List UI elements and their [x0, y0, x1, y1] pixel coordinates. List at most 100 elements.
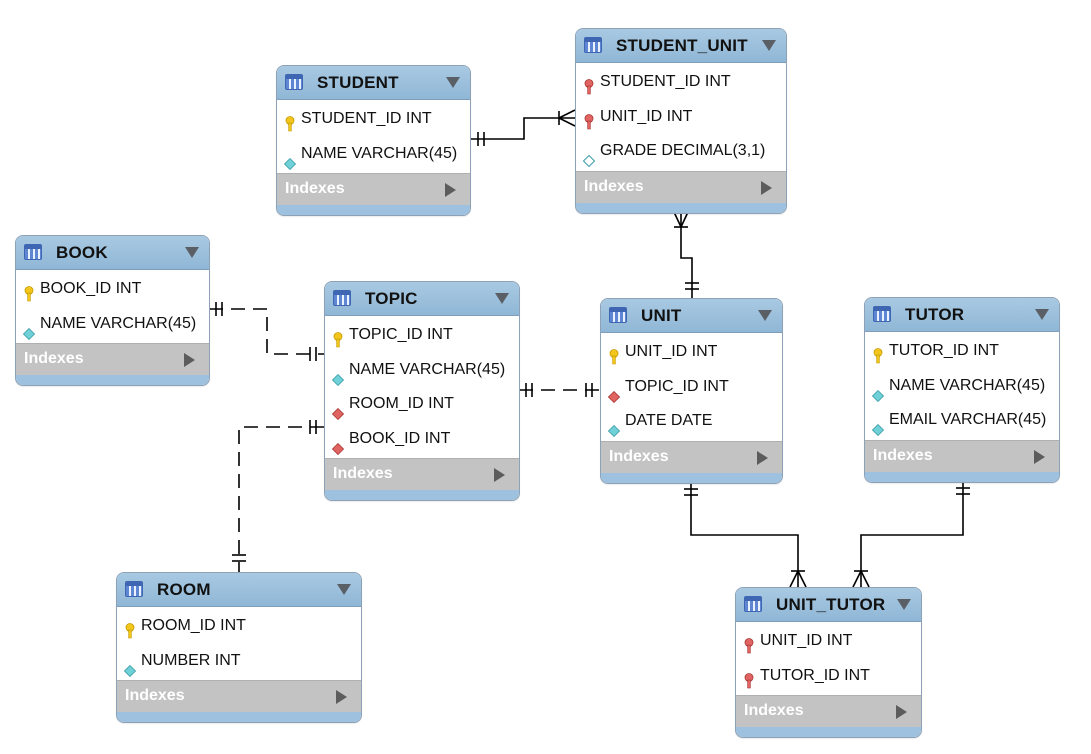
column-row[interactable]: BOOK_ID INT — [16, 272, 209, 307]
table-icon — [873, 306, 891, 322]
collapse-toggle-icon[interactable] — [762, 40, 776, 51]
foreign-key-diamond-icon — [331, 399, 345, 421]
table-header[interactable]: STUDENT — [277, 66, 470, 100]
column-row[interactable]: DATE DATE — [601, 404, 782, 439]
relationship-room-topic[interactable] — [232, 420, 324, 572]
column-label: NAME VARCHAR(45) — [889, 376, 1046, 394]
indexes-section[interactable]: Indexes — [16, 343, 209, 375]
column-row[interactable]: UNIT_ID INT — [601, 335, 782, 370]
column-row[interactable]: UNIT_ID INT — [576, 100, 786, 135]
column-row[interactable]: NAME VARCHAR(45) — [325, 353, 519, 388]
collapse-toggle-icon[interactable] — [337, 584, 351, 595]
expand-indexes-icon[interactable] — [445, 183, 456, 197]
table-name: ROOM — [157, 580, 211, 599]
column-label: NAME VARCHAR(45) — [349, 360, 506, 378]
column-row[interactable]: TUTOR_ID INT — [736, 659, 921, 694]
collapse-toggle-icon[interactable] — [897, 599, 911, 610]
relationship-topic-unit[interactable] — [519, 383, 599, 397]
table-header[interactable]: ROOM — [117, 573, 361, 607]
table-name: UNIT_TUTOR — [776, 595, 886, 614]
column-label: STUDENT_ID INT — [600, 73, 731, 90]
collapse-toggle-icon[interactable] — [446, 77, 460, 88]
relationship-book-topic[interactable] — [209, 302, 324, 361]
indexes-section[interactable]: Indexes — [576, 170, 786, 203]
indexes-section[interactable]: Indexes — [277, 173, 470, 205]
relationship-student-student-unit[interactable] — [470, 109, 576, 146]
column-label: ROOM_ID INT — [141, 617, 246, 634]
table-topic[interactable]: TOPIC TOPIC_ID INT NAME VARCHAR(45) ROOM_I… — [324, 281, 520, 501]
table-header[interactable]: STUDENT_UNIT — [576, 29, 786, 63]
table-room[interactable]: ROOM ROOM_ID INT NUMBER INT Indexes — [116, 572, 362, 723]
column-row[interactable]: TUTOR_ID INT — [865, 334, 1059, 369]
column-row[interactable]: BOOK_ID INT — [325, 422, 519, 457]
indexes-section[interactable]: Indexes — [325, 458, 519, 490]
relationship-student-unit-unit[interactable] — [673, 211, 699, 298]
column-row[interactable]: UNIT_ID INT — [736, 624, 921, 659]
table-book[interactable]: BOOK BOOK_ID INT NAME VARCHAR(45) Indexes — [15, 235, 210, 386]
indexes-section[interactable]: Indexes — [601, 440, 782, 473]
table-student-unit[interactable]: STUDENT_UNIT STUDENT_ID INT UNIT_ID INT GR… — [575, 28, 787, 214]
column-row[interactable]: TOPIC_ID INT — [325, 318, 519, 353]
relationship-tutor-unit-tutor[interactable] — [852, 481, 970, 588]
column-label: GRADE DECIMAL(3,1) — [600, 142, 766, 159]
column-row[interactable]: ROOM_ID INT — [117, 609, 361, 644]
primary-key-icon — [872, 343, 884, 364]
collapse-toggle-icon[interactable] — [1035, 309, 1049, 320]
expand-indexes-icon[interactable] — [336, 690, 347, 704]
table-icon — [24, 244, 42, 260]
column-row[interactable]: STUDENT_ID INT — [277, 102, 470, 137]
table-header[interactable]: TOPIC — [325, 282, 519, 316]
collapse-toggle-icon[interactable] — [185, 247, 199, 258]
table-tutor[interactable]: TUTOR TUTOR_ID INT NAME VARCHAR(45) EMAIL … — [864, 297, 1060, 483]
collapse-toggle-icon[interactable] — [495, 293, 509, 304]
indexes-section[interactable]: Indexes — [117, 680, 361, 712]
expand-indexes-icon[interactable] — [494, 468, 505, 482]
table-name: BOOK — [56, 243, 108, 262]
indexes-label: Indexes — [333, 465, 393, 482]
column-row[interactable]: GRADE DECIMAL(3,1) — [576, 134, 786, 169]
primary-key-icon — [124, 618, 136, 639]
foreign-primary-key-icon — [583, 74, 595, 95]
indexes-label: Indexes — [285, 180, 345, 197]
attribute-diamond-icon — [331, 365, 345, 386]
table-name: TOPIC — [365, 289, 418, 308]
column-row[interactable]: TOPIC_ID INT — [601, 370, 782, 405]
table-header[interactable]: UNIT — [601, 299, 782, 333]
column-row[interactable]: NAME VARCHAR(45) — [277, 137, 470, 172]
column-row[interactable]: NAME VARCHAR(45) — [16, 307, 209, 342]
foreign-primary-key-icon — [583, 109, 595, 129]
expand-indexes-icon[interactable] — [761, 180, 772, 195]
column-row[interactable]: ROOM_ID INT — [325, 387, 519, 422]
expand-indexes-icon[interactable] — [757, 450, 768, 465]
column-row[interactable]: EMAIL VARCHAR(45) — [865, 403, 1059, 438]
table-name: TUTOR — [905, 305, 965, 324]
column-row[interactable]: NUMBER INT — [117, 644, 361, 679]
table-name: UNIT — [641, 306, 682, 325]
table-header[interactable]: TUTOR — [865, 298, 1059, 332]
expand-indexes-icon[interactable] — [1034, 449, 1045, 464]
table-name: STUDENT_UNIT — [616, 36, 748, 55]
nullable-attribute-diamond-icon — [582, 146, 596, 168]
indexes-section[interactable]: Indexes — [865, 439, 1059, 472]
table-icon — [584, 37, 602, 53]
column-row[interactable]: NAME VARCHAR(45) — [865, 369, 1059, 404]
column-label: TOPIC_ID INT — [349, 326, 453, 343]
table-header[interactable]: BOOK — [16, 236, 209, 270]
relationship-unit-unit-tutor[interactable] — [684, 482, 807, 588]
column-list: STUDENT_ID INT UNIT_ID INT GRADE DECIMAL(3… — [576, 63, 786, 171]
table-footer — [277, 205, 470, 215]
table-header[interactable]: UNIT_TUTOR — [736, 588, 921, 622]
indexes-section[interactable]: Indexes — [736, 695, 921, 727]
expand-indexes-icon[interactable] — [184, 353, 195, 367]
column-label: BOOK_ID INT — [40, 280, 142, 297]
primary-key-icon — [332, 327, 344, 348]
column-row[interactable]: STUDENT_ID INT — [576, 65, 786, 100]
collapse-toggle-icon[interactable] — [758, 310, 772, 321]
expand-indexes-icon[interactable] — [896, 705, 907, 719]
